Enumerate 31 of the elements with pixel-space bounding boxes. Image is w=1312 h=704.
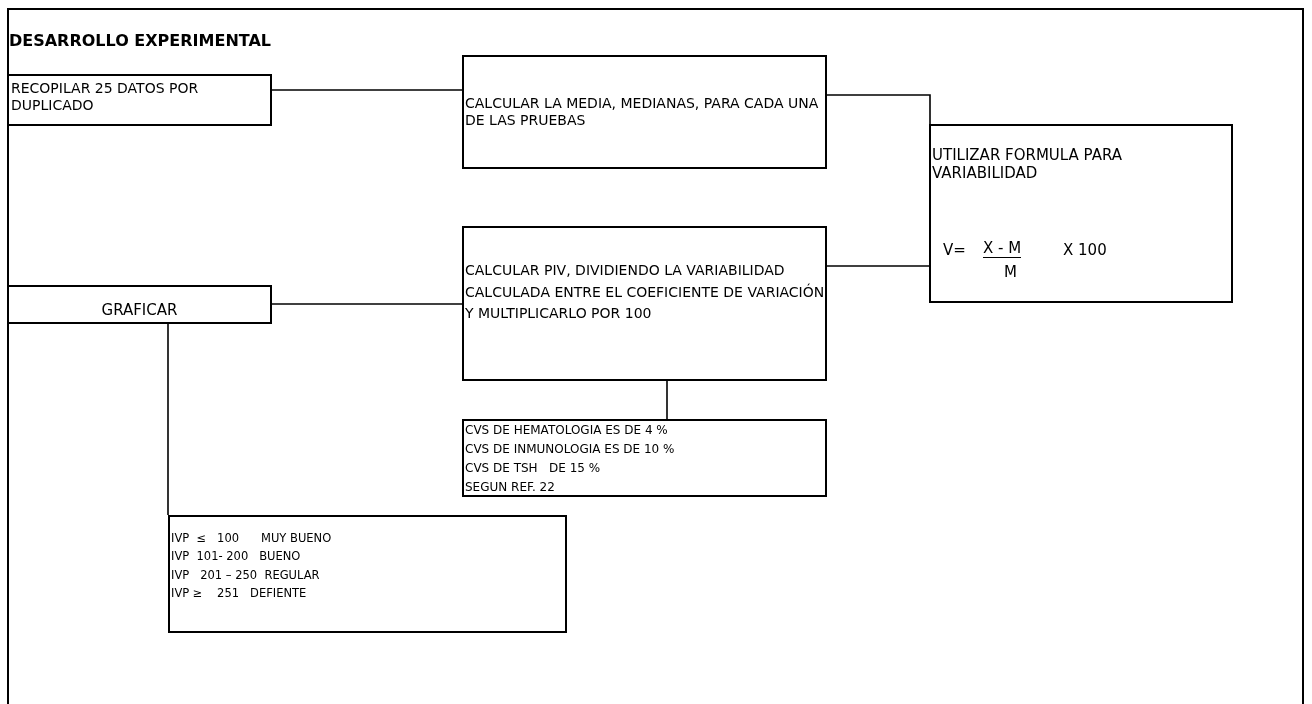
box-text: CVS DE HEMATOLOGIA ES DE 4 % bbox=[465, 423, 668, 438]
formula-text: V= bbox=[943, 241, 966, 259]
connector-line bbox=[826, 94, 931, 125]
note-box bbox=[462, 419, 827, 497]
process-box bbox=[7, 285, 272, 324]
box-text: CVS DE INMUNOLOGIA ES DE 10 % bbox=[465, 442, 675, 457]
box-text: IVP ≥ 251 DEFIENTE bbox=[171, 587, 307, 601]
box-text: CVS DE TSH DE 15 % bbox=[465, 461, 601, 476]
box-text: UTILIZAR FORMULA PARA VARIABILIDAD bbox=[932, 146, 1123, 182]
box-text: IVP 201 – 250 REGULAR bbox=[171, 569, 320, 583]
connector-line bbox=[666, 380, 668, 420]
formula-text: M bbox=[1004, 263, 1017, 281]
diagram-title: DESARROLLO EXPERIMENTAL bbox=[9, 31, 272, 50]
formula-text: X 100 bbox=[1063, 241, 1107, 259]
box-text: RECOPILAR 25 DATOS POR DUPLICADO bbox=[11, 80, 200, 114]
box-text: CALCULAR LA MEDIA, MEDIANAS, PARA CADA UNA DE LAS PRUEBAS bbox=[465, 95, 820, 129]
formula-text: X - M bbox=[983, 241, 1022, 258]
formula-box bbox=[929, 124, 1233, 303]
connector-line bbox=[271, 303, 463, 305]
box-text: GRAFICAR bbox=[100, 301, 179, 319]
process-box bbox=[462, 55, 827, 169]
box-text: SEGUN REF. 22 bbox=[465, 480, 555, 495]
box-text: IVP ≤ 100 MUY BUENO bbox=[171, 532, 332, 546]
process-box bbox=[462, 226, 827, 381]
scale-box bbox=[168, 515, 567, 633]
box-text: IVP 101- 200 BUENO bbox=[171, 550, 301, 564]
connector-line bbox=[826, 265, 930, 267]
process-box bbox=[7, 74, 272, 126]
box-text: CALCULAR PIV, DIVIDIENDO LA VARIABILIDAD CALCULADA ENTRE EL COEFICIENTE DE VARIACIÓN Y MULTIPLICARLO POR 100 bbox=[465, 261, 825, 324]
connector-line bbox=[271, 89, 463, 91]
connector-line bbox=[167, 323, 169, 516]
